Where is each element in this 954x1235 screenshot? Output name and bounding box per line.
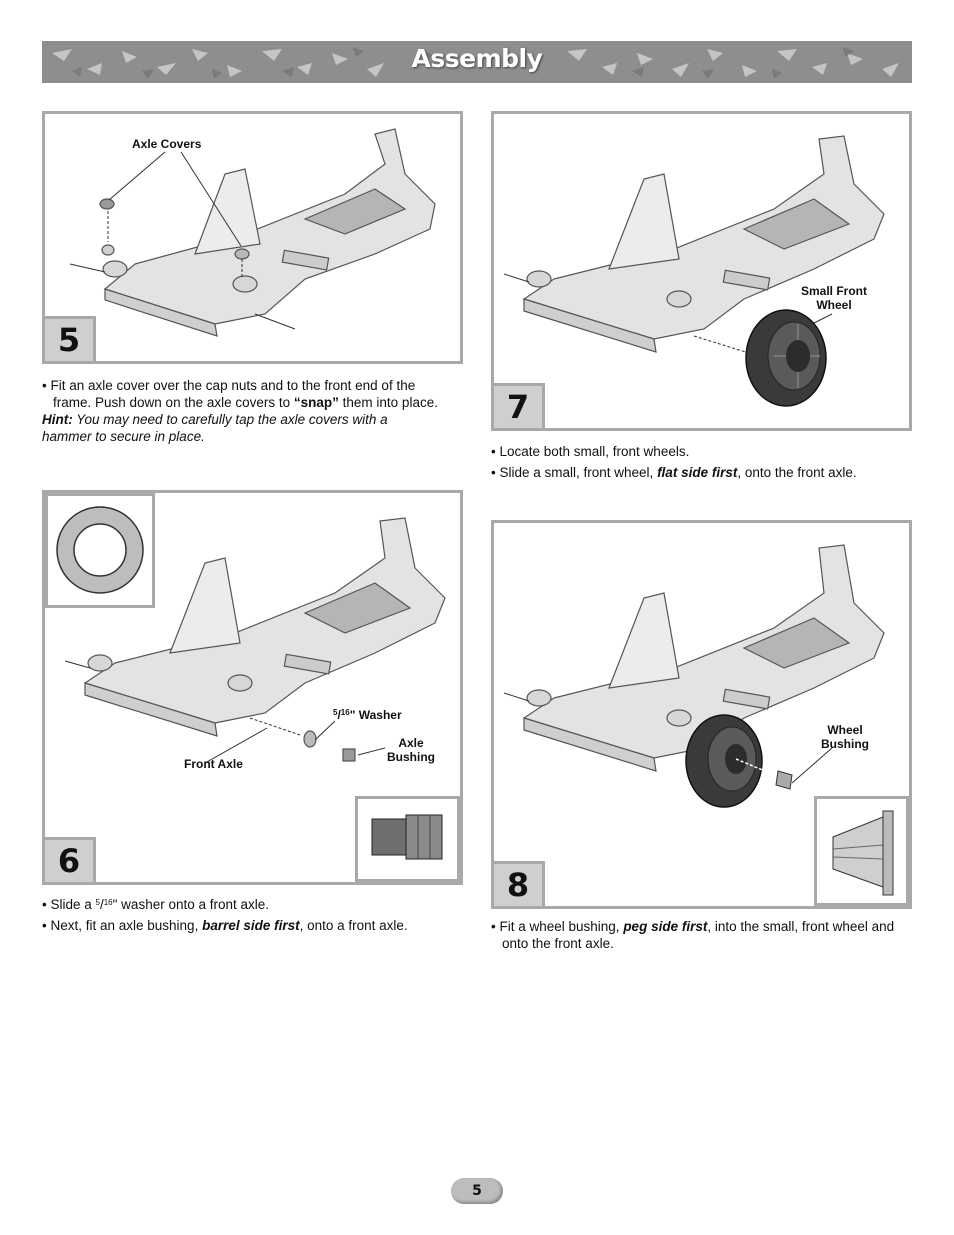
callout-axle-covers: Axle Covers xyxy=(132,137,202,151)
page-number: 5 xyxy=(451,1178,503,1204)
axle-bushing-icon xyxy=(371,814,443,860)
washer-inset xyxy=(45,493,155,608)
callout-washer: 5/16" Washer xyxy=(333,708,402,722)
step-7-instructions: • Locate both small, front wheels. • Sli… xyxy=(491,443,911,481)
step-5-instructions: • Fit an axle cover over the cap nuts an… xyxy=(42,377,452,445)
step-number: 6 xyxy=(45,837,96,882)
step-8-instructions: • Fit a wheel bushing, peg side first, i… xyxy=(491,918,911,952)
callout-wheel-bushing: Wheel Bushing xyxy=(821,723,869,751)
step-number: 7 xyxy=(494,383,545,428)
frame-drawing xyxy=(503,544,885,808)
hint-text: Hint: You may need to carefully tap the … xyxy=(42,412,388,444)
instruction-bullet: • Locate both small, front wheels. xyxy=(491,444,690,459)
step-8-illustration: Wheel Bushing 8 xyxy=(491,520,912,909)
step-7-illustration: Small Front Wheel 7 xyxy=(491,111,912,431)
step-number: 8 xyxy=(494,861,545,906)
wheel-bushing-icon xyxy=(832,810,894,896)
instruction-bullet: • Slide a 5/16" washer onto a front axle… xyxy=(42,897,270,912)
wheel-bushing-inset xyxy=(814,796,909,906)
page-title: Assembly xyxy=(411,44,543,73)
step-5-illustration: Axle Covers 5 xyxy=(42,111,463,364)
small-front-wheel-icon xyxy=(745,309,827,407)
washer-icon xyxy=(56,506,144,594)
small-front-wheel-icon xyxy=(685,714,763,808)
frame-drawing xyxy=(69,128,436,337)
callout-front-axle: Front Axle xyxy=(184,757,243,771)
step-6-illustration: 5/16" Washer Axle Bushing Front Axle 6 xyxy=(42,490,463,885)
axle-bushing-inset xyxy=(355,796,460,882)
callout-axle-bushing: Axle Bushing xyxy=(387,736,435,764)
instruction-bullet: • Slide a small, front wheel, flat side … xyxy=(491,465,857,480)
callout-small-front-wheel: Small Front Wheel xyxy=(800,284,867,312)
frame-drawing xyxy=(64,517,446,764)
banner-pattern xyxy=(52,47,899,79)
instruction-bullet: • Fit an axle cover over the cap nuts an… xyxy=(42,378,438,410)
step-6-instructions: • Slide a 5/16" washer onto a front axle… xyxy=(42,896,452,934)
step-number: 5 xyxy=(45,316,96,361)
header-banner: Assembly xyxy=(42,41,912,83)
instruction-bullet: • Next, fit an axle bushing, barrel side… xyxy=(42,918,408,933)
frame-drawing xyxy=(503,135,885,407)
instruction-bullet: • Fit a wheel bushing, peg side first, i… xyxy=(491,919,895,951)
